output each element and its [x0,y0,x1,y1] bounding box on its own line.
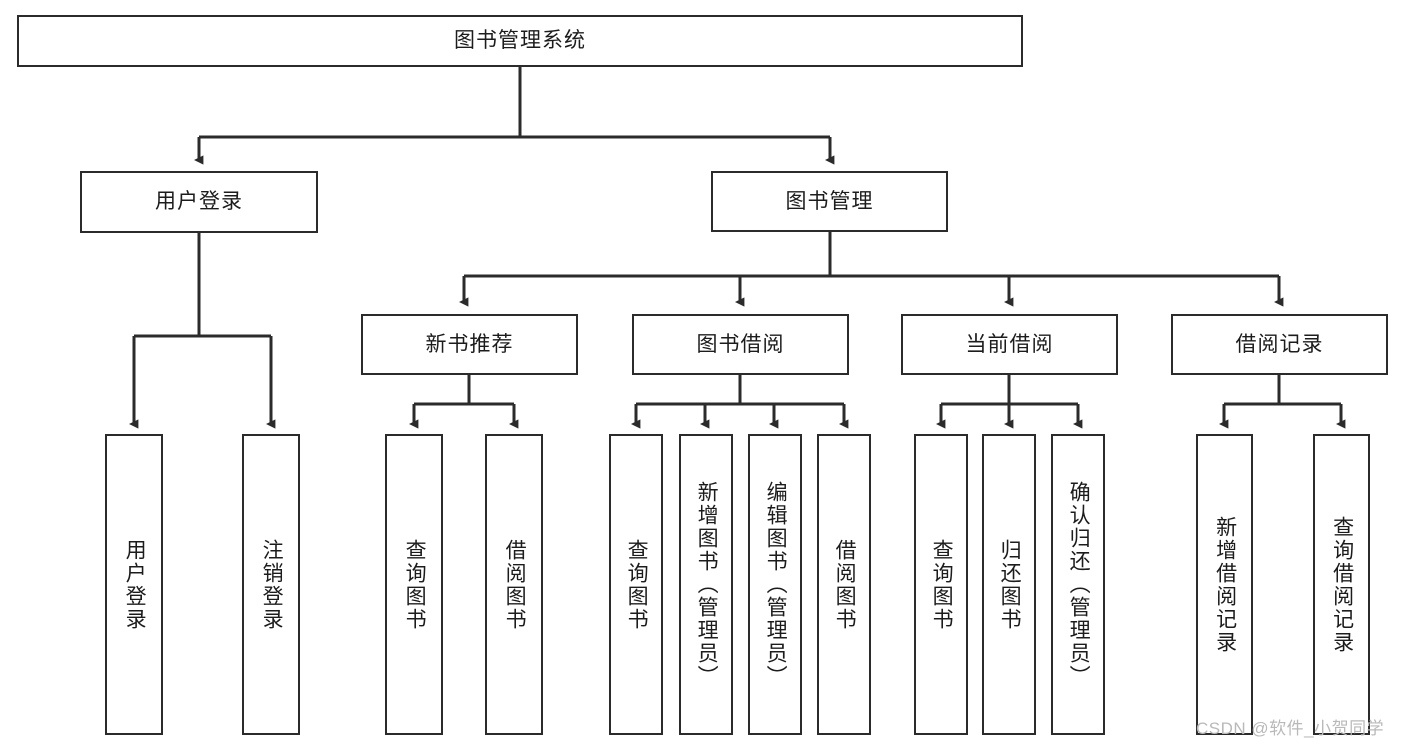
node-label: 注销登录 [260,538,284,631]
node-label: 确认归还（管理员） [1067,481,1091,688]
leaf-borrow-book[interactable]: 借阅图书 [817,434,871,735]
node-label: 用户登录 [123,538,147,631]
node-label: 编辑图书（管理员） [764,481,788,688]
node-user-login[interactable]: 用户登录 [80,171,318,233]
node-label: 图书管理系统 [454,29,586,53]
node-borrow-record[interactable]: 借阅记录 [1171,314,1388,375]
csdn-watermark: CSDN @软件_小贺同学 [1196,719,1385,738]
leaf-query-borrow-record[interactable]: 查询借阅记录 [1313,434,1370,735]
leaf-edit-book[interactable]: 编辑图书（管理员） [748,434,802,735]
leaf-borrow-book-recommend[interactable]: 借阅图书 [485,434,543,735]
leaf-query-book-current[interactable]: 查询图书 [914,434,968,735]
node-label: 当前借阅 [965,332,1054,356]
node-root-system[interactable]: 图书管理系统 [17,15,1023,67]
node-label: 归还图书 [998,538,1022,631]
node-label: 图书借阅 [696,332,785,356]
node-label: 查询图书 [930,538,954,631]
node-label: 图书管理 [785,189,874,213]
node-label: 用户登录 [155,190,243,214]
leaf-user-login[interactable]: 用户登录 [105,434,163,735]
node-label: 借阅记录 [1235,332,1324,356]
node-label: 借阅图书 [833,538,857,631]
leaf-add-book[interactable]: 新增图书（管理员） [679,434,733,735]
leaf-return-book[interactable]: 归还图书 [982,434,1036,735]
node-label: 查询借阅记录 [1330,515,1354,654]
leaf-query-book-borrow[interactable]: 查询图书 [609,434,663,735]
node-book-manage[interactable]: 图书管理 [711,171,948,232]
node-label: 查询图书 [403,538,427,631]
node-label: 查询图书 [625,538,649,631]
leaf-confirm-return[interactable]: 确认归还（管理员） [1051,434,1105,735]
node-new-book-recommend[interactable]: 新书推荐 [361,314,578,375]
node-label: 新书推荐 [425,332,514,356]
leaf-query-book-recommend[interactable]: 查询图书 [385,434,443,735]
node-label: 新增图书（管理员） [695,481,719,688]
leaf-add-borrow-record[interactable]: 新增借阅记录 [1196,434,1253,735]
node-label: 借阅图书 [503,538,527,631]
leaf-logout-login[interactable]: 注销登录 [242,434,300,735]
node-book-borrow[interactable]: 图书借阅 [632,314,849,375]
node-label: 新增借阅记录 [1213,515,1237,654]
node-current-borrow[interactable]: 当前借阅 [901,314,1118,375]
